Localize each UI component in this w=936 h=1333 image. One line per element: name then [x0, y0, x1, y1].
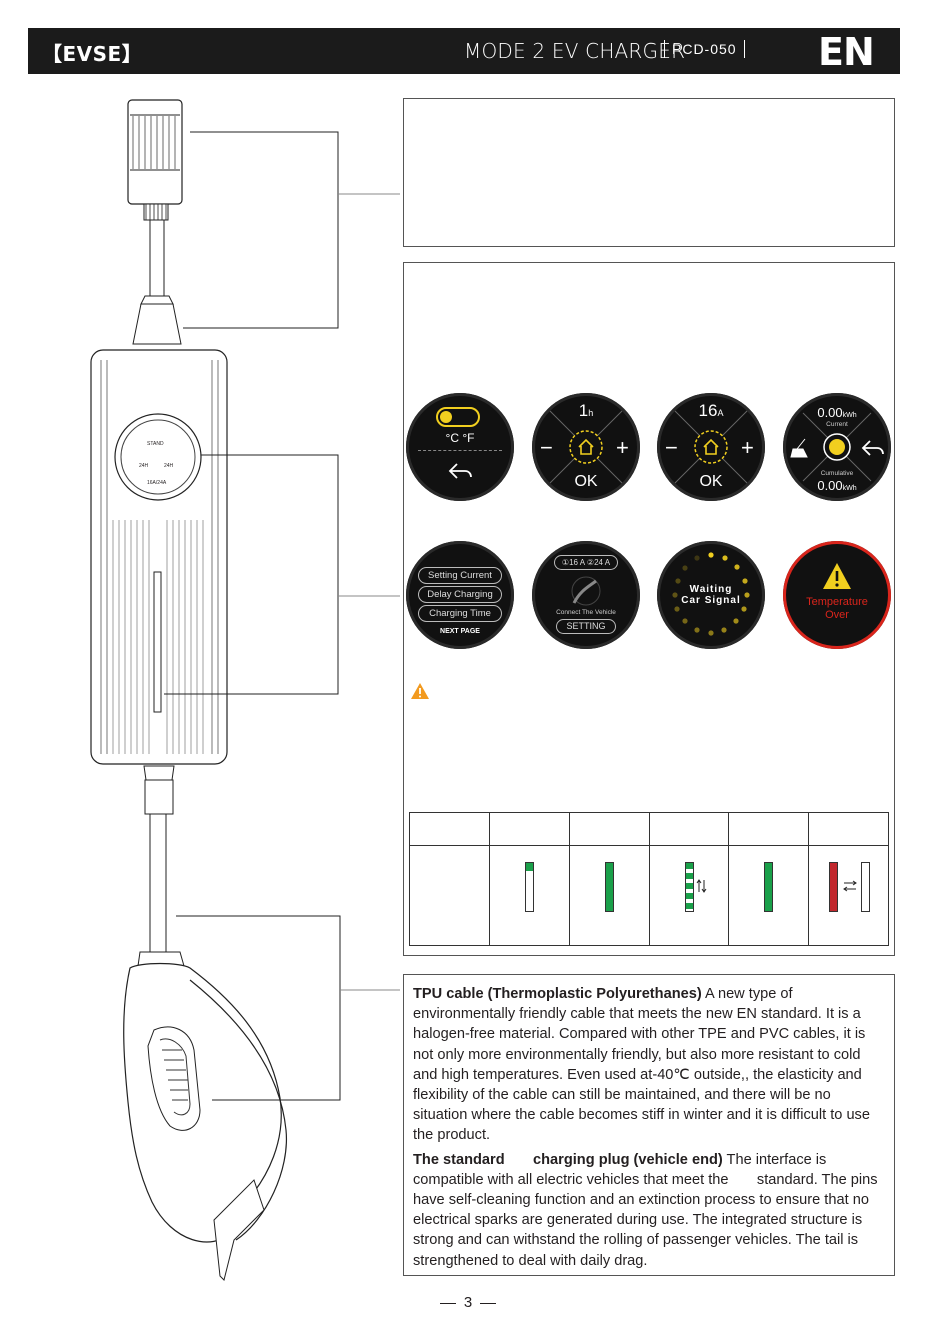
home-icon[interactable]: [576, 437, 596, 457]
home-icon[interactable]: [701, 437, 721, 457]
controller-label-bottom: 16A/24A: [147, 480, 167, 486]
model-number: PCD-050: [664, 40, 745, 58]
plus-button[interactable]: +: [616, 435, 629, 460]
current-energy-label: Current: [826, 421, 848, 428]
screen-delay-hours: 1h − + OK: [532, 393, 640, 501]
indicator-complete: [764, 862, 774, 912]
tpu-cable-body: A new type of environmentally friendly c…: [413, 986, 870, 1144]
temperature-over-line1: Temperature: [806, 596, 868, 608]
language-badge: EN: [818, 30, 875, 74]
brand-label: 【EVSE】: [42, 42, 143, 66]
callout-leader-lines: [164, 131, 400, 1101]
screen-menu: Setting Current Delay Charging Charging …: [406, 541, 514, 649]
page-header: 【EVSE】 MODE 2 EV CHARGER PCD-050 EN: [28, 28, 900, 74]
current-energy-value: 0.00kWh: [817, 405, 857, 420]
table-header-row: [409, 812, 889, 846]
minus-button[interactable]: −: [665, 435, 678, 460]
screen-energy: 0.00kWh Current Cumulative 0.00kWh: [783, 393, 891, 501]
description-text: TPU cable (Thermoplastic Polyurethanes) …: [413, 984, 888, 1275]
tpu-cable-heading: TPU cable (Thermoplastic Polyurethanes): [413, 986, 702, 1002]
charging-plug-paragraph: The standard charging plug (vehicle end)…: [413, 1150, 888, 1271]
screen-set-current: 16A − + OK: [657, 393, 765, 501]
menu-item-delay-charging[interactable]: Delay Charging: [418, 586, 502, 603]
vehicle-plug-drawing: [123, 951, 288, 1281]
menu-item-charging-time[interactable]: Charging Time: [418, 605, 502, 622]
indicator-fault-off: [861, 862, 871, 912]
control-box-drawing: [90, 349, 228, 765]
warning-icon: [823, 563, 851, 589]
indicator-charging: [684, 862, 694, 912]
screen-connect-vehicle: ①16 A ②24 A Connect The Vehicle SETTING: [532, 541, 640, 649]
indicator-connected: [604, 862, 614, 912]
indicator-standby: [525, 862, 534, 912]
indicator-status-table: [409, 812, 889, 946]
ok-button[interactable]: OK: [699, 473, 723, 490]
cable-plug-description-box: [403, 974, 895, 1276]
document-title: MODE 2 EV CHARGER: [464, 39, 686, 63]
warning-icon: [411, 683, 429, 699]
plus-button[interactable]: +: [741, 435, 754, 460]
temperature-unit-label: °C °F: [445, 431, 475, 445]
car-signal-text: Car Signal: [681, 595, 741, 606]
loading-dots: [672, 552, 750, 636]
delay-hours-value: 1h: [578, 401, 594, 420]
controller-label-left: 24H: [139, 463, 149, 469]
temperature-over-line2: Over: [825, 609, 849, 621]
back-arrow-icon[interactable]: [861, 438, 885, 458]
vehicle-cable-drawing: [143, 765, 175, 955]
current-options[interactable]: ①16 A ②24 A: [554, 555, 618, 570]
plug-hand-icon: [571, 576, 601, 606]
indicator-fault: [829, 862, 839, 912]
unit-toggle: [436, 407, 480, 427]
connect-vehicle-caption: Connect The Vehicle: [556, 609, 616, 616]
alternate-arrows-icon: [843, 880, 858, 892]
charging-plug-body: The interface is compatible with all ele…: [413, 1151, 882, 1269]
back-arrow-icon: [448, 463, 472, 479]
next-page-button[interactable]: NEXT PAGE: [440, 628, 480, 635]
wall-plug-description-box: [403, 98, 895, 247]
menu-item-setting-current[interactable]: Setting Current: [418, 567, 502, 584]
screen-temperature-over: Temperature Over: [783, 541, 891, 649]
screen-waiting-signal: Waiting Car Signal: [657, 541, 765, 649]
screen-temperature-unit: °C °F: [406, 393, 514, 501]
waiting-text: Waiting: [689, 584, 733, 595]
tpu-cable-paragraph: TPU cable (Thermoplastic Polyurethanes) …: [413, 984, 888, 1146]
page-number-value: 3: [463, 1294, 473, 1311]
charging-plug-heading: The standard charging plug (vehicle end): [413, 1151, 723, 1168]
current-setting-value: 16A: [698, 401, 724, 420]
cumulative-energy-value: 0.00kWh: [817, 478, 857, 493]
charger-illustration: [90, 99, 400, 1281]
controller-label-right: 24H: [164, 463, 174, 469]
table-indicator-row: [409, 845, 889, 946]
setting-button[interactable]: SETTING: [556, 619, 616, 634]
wall-plug-drawing: [127, 99, 183, 345]
minus-button[interactable]: −: [540, 435, 553, 460]
flow-arrows-icon: [696, 879, 707, 893]
cumulative-energy-label: Cumulative: [820, 470, 854, 477]
controller-label-top: STAND: [147, 441, 164, 447]
page-number: 3: [0, 1294, 936, 1311]
broom-icon[interactable]: [789, 437, 811, 459]
ok-button[interactable]: OK: [574, 473, 598, 490]
